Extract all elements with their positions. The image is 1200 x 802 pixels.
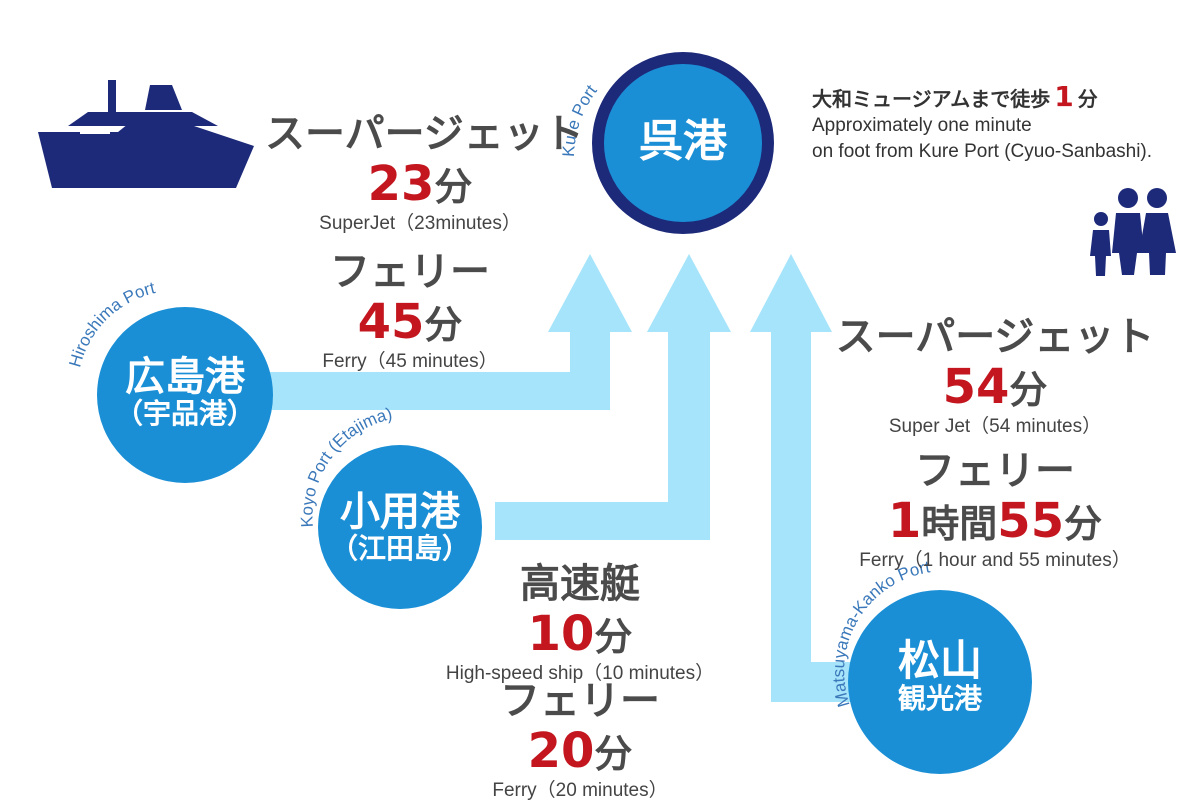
route-koyo-highspeed: 高速艇 10分 High-speed ship（10 minutes） (420, 560, 740, 685)
arrow-koyo-to-kure (495, 254, 731, 540)
kure-port-circle (592, 52, 774, 234)
route-en: High-speed ship（10 minutes） (445, 663, 715, 684)
route-mode: スーパージェット (265, 111, 584, 157)
koyo-port-name: 小用港 (340, 489, 460, 535)
kure-port-label: 呉港 (608, 116, 758, 167)
route-time: 23分 (367, 156, 473, 212)
route-en: Ferry（20 minutes） (492, 780, 668, 801)
route-time: 20分 (527, 723, 633, 779)
route-mode: フェリー (330, 249, 490, 295)
route-en: SuperJet（23minutes） (319, 213, 521, 234)
hiroshima-port-name: 広島港 (125, 354, 245, 400)
koyo-port-label: 小用港 （江田島） (325, 490, 475, 565)
route-mode: フェリー (915, 448, 1075, 494)
route-en: Ferry（1 hour and 55 minutes） (859, 550, 1131, 571)
route-mode: スーパージェット (835, 314, 1155, 360)
route-time: 54分 (942, 359, 1048, 415)
hiroshima-port-label: 広島港 （宇品港） (105, 355, 265, 430)
route-matsuyama-superjet: スーパージェット 54分 Super Jet（54 minutes） (830, 313, 1160, 438)
route-en: Super Jet（54 minutes） (888, 416, 1102, 437)
route-hiroshima-superjet: スーパージェット 23分 SuperJet（23minutes） (265, 110, 584, 235)
route-time: 45分 (357, 294, 463, 350)
family-icon (1090, 188, 1176, 276)
matsuyama-port-name: 松山 (897, 636, 982, 685)
hiroshima-port-circle (97, 307, 273, 483)
arrow-hiroshima-to-kure (265, 254, 632, 410)
koyo-port-circle (318, 445, 482, 609)
route-en: Ferry（45 minutes） (322, 351, 498, 372)
matsuyama-port-label: 松山 観光港 (870, 636, 1010, 716)
walk-en-line1: Approximately one minute (812, 115, 1032, 136)
route-mode: フェリー (500, 678, 660, 724)
matsuyama-port-sub: 観光港 (897, 682, 982, 716)
route-matsuyama-ferry: フェリー 1時間55分 Ferry（1 hour and 55 minutes） (850, 447, 1140, 572)
kure-port-name: 呉港 (639, 116, 727, 167)
koyo-port-sub: （江田島） (329, 532, 470, 565)
arrow-matsuyama-to-kure (750, 254, 891, 702)
walk-en-line2: on foot from Kure Port (Cyuo-Sanbashi). (812, 141, 1153, 162)
route-time: 10分 (527, 606, 633, 662)
hiroshima-port-sub: （宇品港） (114, 397, 255, 430)
route-mode: 高速艇 (520, 561, 640, 607)
route-hiroshima-ferry: フェリー 45分 Ferry（45 minutes） (285, 248, 535, 373)
matsuyama-port-circle (848, 590, 1032, 774)
route-time: 1時間55分 (887, 493, 1103, 549)
ship-icon (38, 80, 254, 188)
route-koyo-ferry: フェリー 20分 Ferry（20 minutes） (440, 677, 720, 802)
